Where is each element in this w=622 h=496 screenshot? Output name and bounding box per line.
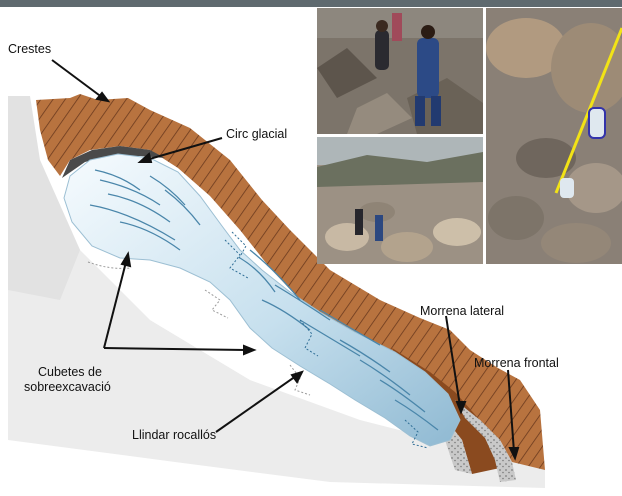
label-circ-glacial: Circ glacial	[226, 127, 287, 141]
label-cubetes-line1: Cubetes de	[38, 365, 102, 379]
photo-boulder-field	[317, 137, 483, 264]
top-photo-strip	[0, 0, 622, 7]
label-crestes: Crestes	[8, 42, 51, 56]
label-cubetes-line2: sobreexcavació	[24, 380, 111, 394]
label-morrena-frontal: Morrena frontal	[474, 356, 559, 370]
label-llindar-rocallos: Llindar rocallós	[132, 428, 216, 442]
photo-sensor-on-rock	[486, 8, 622, 264]
photo-field-team	[317, 8, 483, 134]
label-morrena-lateral: Morrena lateral	[420, 304, 504, 318]
